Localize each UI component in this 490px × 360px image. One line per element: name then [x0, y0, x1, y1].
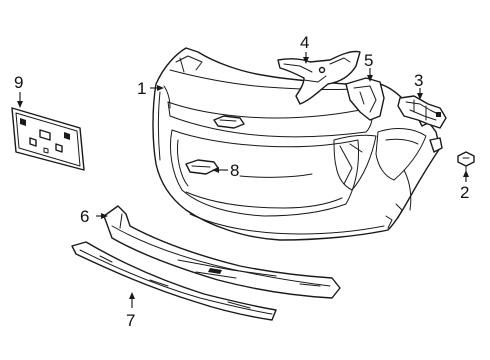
callout-9: 9 [14, 73, 23, 92]
callout-8: 8 [230, 161, 239, 180]
callout-7: 7 [126, 311, 135, 330]
callout-2: 2 [460, 183, 469, 202]
lower-molding [71, 241, 277, 321]
callout-4: 4 [300, 33, 309, 52]
side-bracket [397, 95, 447, 129]
callout-6: 6 [80, 207, 89, 226]
callouts: 1 2 3 4 5 6 7 8 9 [14, 33, 469, 330]
callout-5: 5 [364, 51, 373, 70]
license-plate-bracket [11, 107, 85, 171]
upper-bracket [277, 50, 361, 105]
leader-lines [17, 52, 469, 308]
bumper-cover [152, 47, 443, 241]
lower-air-deflector [103, 205, 341, 299]
callout-3: 3 [414, 71, 423, 90]
bolt [457, 151, 475, 173]
callout-1: 1 [137, 79, 146, 98]
